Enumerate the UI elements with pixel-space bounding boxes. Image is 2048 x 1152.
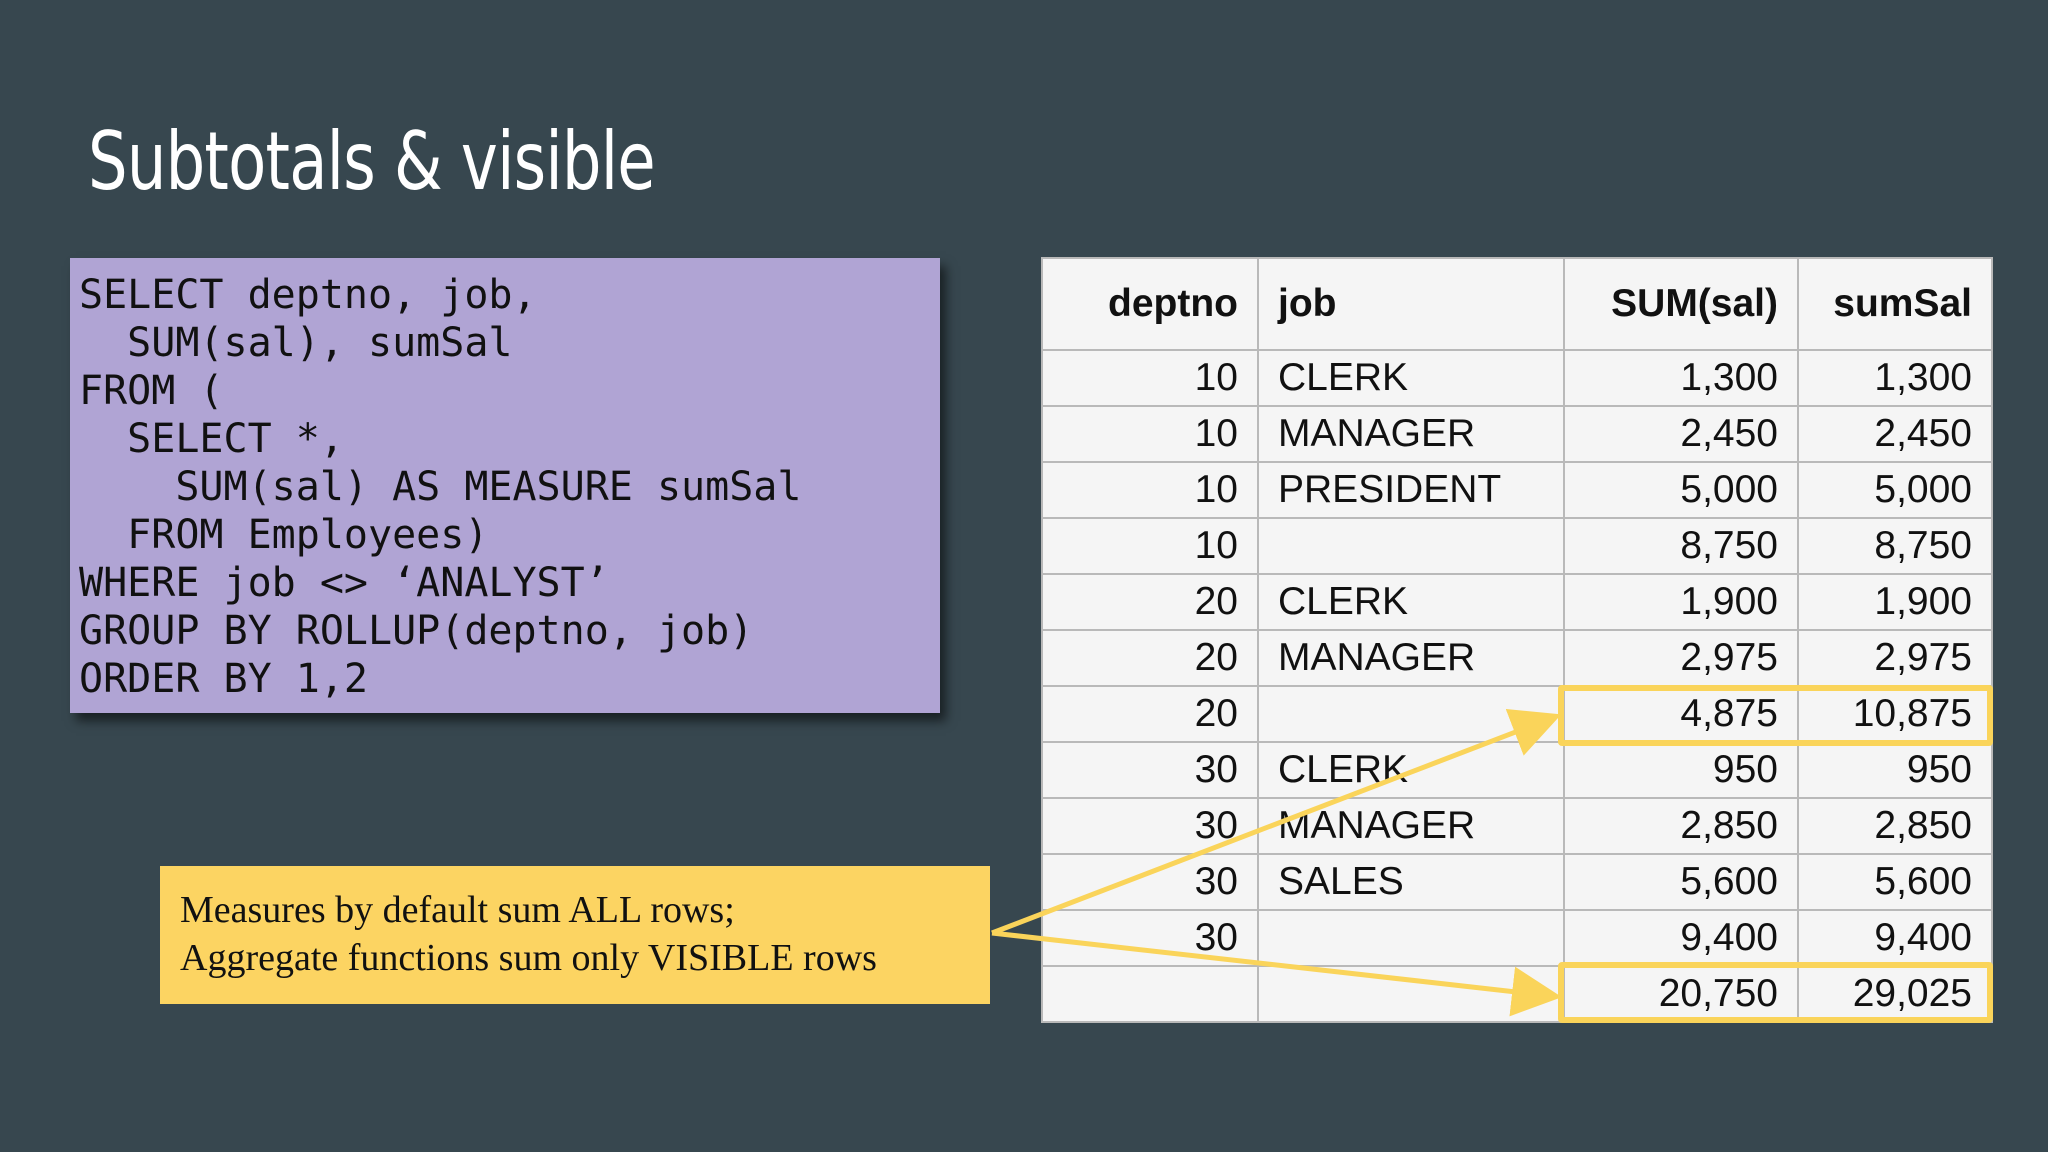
cell-sumsal: 8,750 bbox=[1797, 517, 1993, 575]
header-deptno: deptno bbox=[1041, 257, 1259, 351]
code-line: WHERE job <> ‘ANALYST’ bbox=[79, 560, 609, 606]
cell-sum-sal: 2,850 bbox=[1563, 797, 1799, 855]
table-header-row: deptno job SUM(sal) sumSal bbox=[1041, 257, 1993, 351]
cell-sumsal: 1,900 bbox=[1797, 573, 1993, 631]
result-table: deptno job SUM(sal) sumSal 10 CLERK 1,30… bbox=[1041, 257, 1993, 1023]
table-row: 30 CLERK 950 950 bbox=[1041, 741, 1993, 799]
cell-sumsal: 5,000 bbox=[1797, 461, 1993, 519]
highlight-dept20-subtotal bbox=[1558, 685, 1993, 746]
cell-job bbox=[1257, 517, 1565, 575]
cell-sumsal: 2,975 bbox=[1797, 629, 1993, 687]
cell-job bbox=[1257, 965, 1565, 1023]
callout-line: Aggregate functions sum only VISIBLE row… bbox=[180, 937, 877, 979]
cell-deptno: 10 bbox=[1041, 517, 1259, 575]
table-row: 10 CLERK 1,300 1,300 bbox=[1041, 349, 1993, 407]
cell-job: CLERK bbox=[1257, 573, 1565, 631]
cell-sum-sal: 20,750 bbox=[1563, 965, 1799, 1023]
cell-deptno: 10 bbox=[1041, 461, 1259, 519]
header-sum-sal: SUM(sal) bbox=[1563, 257, 1799, 351]
code-line: GROUP BY ROLLUP(deptno, job) bbox=[79, 608, 754, 654]
cell-sumsal: 2,450 bbox=[1797, 405, 1993, 463]
cell-deptno bbox=[1041, 965, 1259, 1023]
cell-sum-sal: 9,400 bbox=[1563, 909, 1799, 967]
cell-deptno: 10 bbox=[1041, 349, 1259, 407]
cell-deptno: 30 bbox=[1041, 909, 1259, 967]
cell-sumsal: 9,400 bbox=[1797, 909, 1993, 967]
cell-job: MANAGER bbox=[1257, 405, 1565, 463]
sql-code-block: SELECT deptno, job, SUM(sal), sumSal FRO… bbox=[70, 258, 940, 713]
cell-sum-sal: 2,975 bbox=[1563, 629, 1799, 687]
table-row: 10 MANAGER 2,450 2,450 bbox=[1041, 405, 1993, 463]
cell-job: MANAGER bbox=[1257, 797, 1565, 855]
cell-sum-sal: 1,900 bbox=[1563, 573, 1799, 631]
highlight-grand-total bbox=[1558, 962, 1993, 1023]
cell-sumsal: 29,025 bbox=[1797, 965, 1993, 1023]
cell-deptno: 20 bbox=[1041, 629, 1259, 687]
cell-job: PRESIDENT bbox=[1257, 461, 1565, 519]
cell-deptno: 30 bbox=[1041, 741, 1259, 799]
callout-note: Measures by default sum ALL rows; Aggreg… bbox=[160, 866, 990, 1004]
table-row: 30 9,400 9,400 bbox=[1041, 909, 1993, 967]
table-row: 20 MANAGER 2,975 2,975 bbox=[1041, 629, 1993, 687]
cell-job bbox=[1257, 909, 1565, 967]
slide-title: Subtotals & visible bbox=[88, 115, 656, 208]
table-row: 30 SALES 5,600 5,600 bbox=[1041, 853, 1993, 911]
code-line: SELECT deptno, job, bbox=[79, 272, 537, 318]
cell-deptno: 30 bbox=[1041, 797, 1259, 855]
cell-sum-sal: 8,750 bbox=[1563, 517, 1799, 575]
cell-sumsal: 2,850 bbox=[1797, 797, 1993, 855]
cell-deptno: 10 bbox=[1041, 405, 1259, 463]
code-line: FROM Employees) bbox=[79, 512, 489, 558]
code-line: ORDER BY 1,2 bbox=[79, 656, 368, 702]
table-row: 30 MANAGER 2,850 2,850 bbox=[1041, 797, 1993, 855]
code-line: SUM(sal) AS MEASURE sumSal bbox=[79, 464, 802, 510]
code-line: SUM(sal), sumSal bbox=[79, 320, 513, 366]
code-line: SELECT *, bbox=[79, 416, 344, 462]
cell-sumsal: 5,600 bbox=[1797, 853, 1993, 911]
cell-sum-sal: 5,000 bbox=[1563, 461, 1799, 519]
cell-deptno: 20 bbox=[1041, 685, 1259, 743]
cell-sumsal: 950 bbox=[1797, 741, 1993, 799]
cell-sum-sal: 950 bbox=[1563, 741, 1799, 799]
cell-sumsal: 1,300 bbox=[1797, 349, 1993, 407]
cell-job bbox=[1257, 685, 1565, 743]
cell-job: CLERK bbox=[1257, 741, 1565, 799]
table-row: 10 PRESIDENT 5,000 5,000 bbox=[1041, 461, 1993, 519]
callout-line: Measures by default sum ALL rows; bbox=[180, 889, 735, 931]
table-row: 10 8,750 8,750 bbox=[1041, 517, 1993, 575]
header-job: job bbox=[1257, 257, 1565, 351]
cell-deptno: 30 bbox=[1041, 853, 1259, 911]
code-line: FROM ( bbox=[79, 368, 224, 414]
header-sumsal: sumSal bbox=[1797, 257, 1993, 351]
cell-sum-sal: 1,300 bbox=[1563, 349, 1799, 407]
cell-sum-sal: 2,450 bbox=[1563, 405, 1799, 463]
cell-sumsal: 10,875 bbox=[1797, 685, 1993, 743]
cell-job: CLERK bbox=[1257, 349, 1565, 407]
cell-job: MANAGER bbox=[1257, 629, 1565, 687]
cell-deptno: 20 bbox=[1041, 573, 1259, 631]
cell-job: SALES bbox=[1257, 853, 1565, 911]
cell-sum-sal: 5,600 bbox=[1563, 853, 1799, 911]
table-row: 20 CLERK 1,900 1,900 bbox=[1041, 573, 1993, 631]
